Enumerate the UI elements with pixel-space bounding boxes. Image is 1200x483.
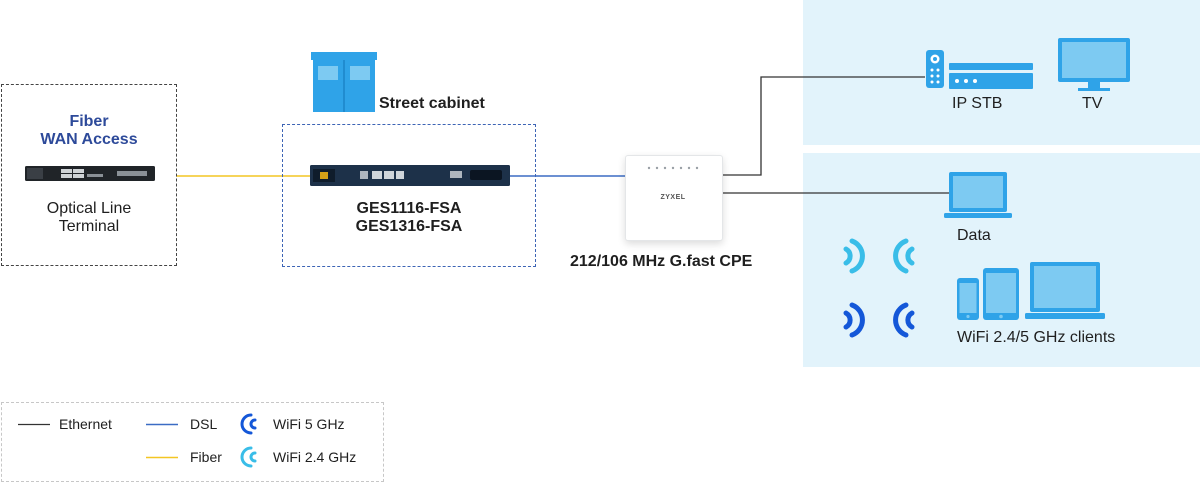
data-label: Data [957, 227, 991, 244]
olt-box [1, 84, 177, 266]
cabinet-model-line2: GES1316-FSA [355, 218, 463, 235]
tv-icon [1058, 38, 1130, 91]
laptop-icon [944, 172, 1012, 218]
legend-dsl-label: DSL [190, 416, 218, 432]
legend-fiber-label: Fiber [190, 449, 222, 465]
smartphone-icon [957, 278, 979, 320]
home-entertainment-panel [803, 0, 1200, 145]
street-cabinet-icon [311, 52, 377, 112]
legend-wifi5-label: WiFi 5 GHz [273, 416, 345, 432]
olt-label-line1: Optical Line [46, 200, 132, 217]
cpe-brand-logo: ZYXEL [660, 194, 686, 201]
olt-device-icon [25, 166, 155, 181]
remote-control-icon [926, 50, 944, 88]
ethernet-link-stb [720, 76, 925, 176]
ges-switch-icon [310, 165, 510, 186]
legend-dsl-swatch [146, 423, 178, 426]
olt-label-line2: Terminal [58, 218, 120, 235]
tv-label: TV [1082, 95, 1103, 112]
cpe-led-row [647, 166, 699, 170]
cabinet-box [282, 124, 536, 267]
legend-wifi24-icon [240, 446, 257, 468]
cabinet-model-line1: GES1116-FSA [356, 200, 462, 217]
legend-wifi24-label: WiFi 2.4 GHz [273, 449, 357, 465]
tablet-icon [983, 268, 1019, 320]
cpe-label: 212/106 MHz G.fast CPE [570, 253, 753, 270]
ip-stb-label: IP STB [952, 95, 1003, 112]
legend-ethernet-label: Ethernet [59, 416, 112, 432]
wifi-5-signal-left-icon [843, 302, 865, 338]
street-cabinet-title: Street cabinet [379, 95, 485, 112]
cpe-device-icon [625, 155, 723, 241]
legend-ethernet-swatch [18, 423, 50, 426]
wifi-2-4-signal-left-icon [843, 238, 865, 274]
olt-heading-line2: WAN Access [40, 131, 138, 148]
olt-heading-line1: Fiber [69, 113, 109, 130]
wifi-laptop-icon [1025, 262, 1105, 319]
legend-wifi5-icon [240, 413, 257, 435]
legend-fiber-swatch [146, 456, 178, 459]
wifi-clients-label: WiFi 2.4/5 GHz clients [957, 329, 1116, 346]
set-top-box-icon [949, 63, 1033, 89]
wifi-5-signal-right-icon [893, 302, 915, 338]
wifi-2-4-signal-right-icon [893, 238, 915, 274]
legend-box [1, 402, 384, 482]
